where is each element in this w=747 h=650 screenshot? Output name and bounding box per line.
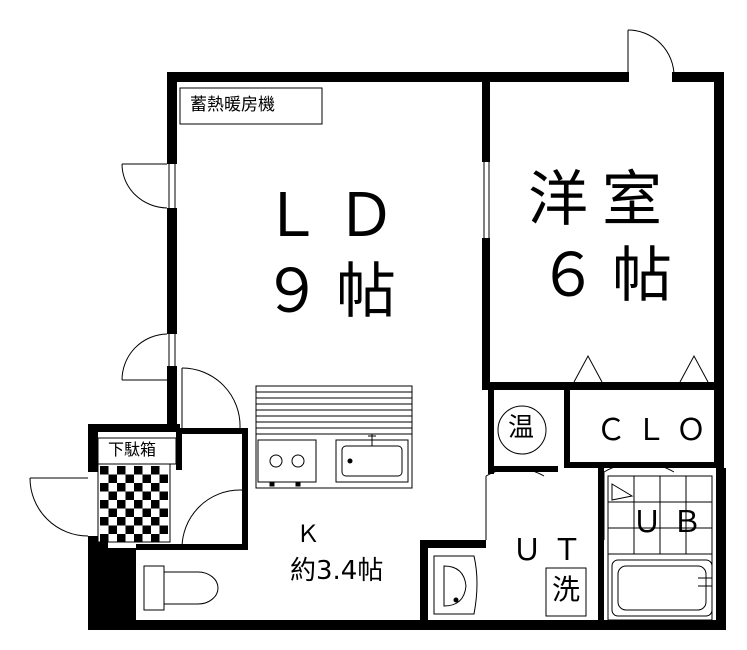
utility-label: ＵＴ	[512, 533, 592, 568]
western-room-size: ６帖	[538, 241, 686, 311]
kitchen-size: 約3.4帖	[290, 556, 384, 586]
toilet	[143, 565, 219, 611]
closet-label: ＣＬＯ	[596, 413, 716, 448]
ld-size: ９帖	[262, 257, 410, 327]
unit-bath	[607, 475, 713, 621]
kitchen-label: Ｋ	[296, 520, 320, 548]
unit-bath-label: ＵＢ	[632, 505, 712, 540]
range-hood	[255, 385, 413, 435]
ld-label: ＬＤ	[262, 181, 410, 251]
wash-basin	[433, 555, 478, 615]
water-heater	[497, 405, 547, 455]
shoe-box	[97, 437, 177, 543]
outer-walls	[88, 72, 726, 630]
water-heater-label: 温	[508, 413, 535, 443]
kitchen-counter	[255, 433, 413, 489]
door-swings	[29, 29, 675, 549]
windows	[168, 75, 628, 366]
closet-doors	[573, 354, 709, 383]
western-room-label: 洋室	[528, 165, 676, 235]
shoe-box-label: 下駄箱	[108, 440, 157, 459]
storage-heater-label: 蓄熱暖房機	[190, 95, 275, 115]
washer-label: 洗	[552, 573, 581, 606]
